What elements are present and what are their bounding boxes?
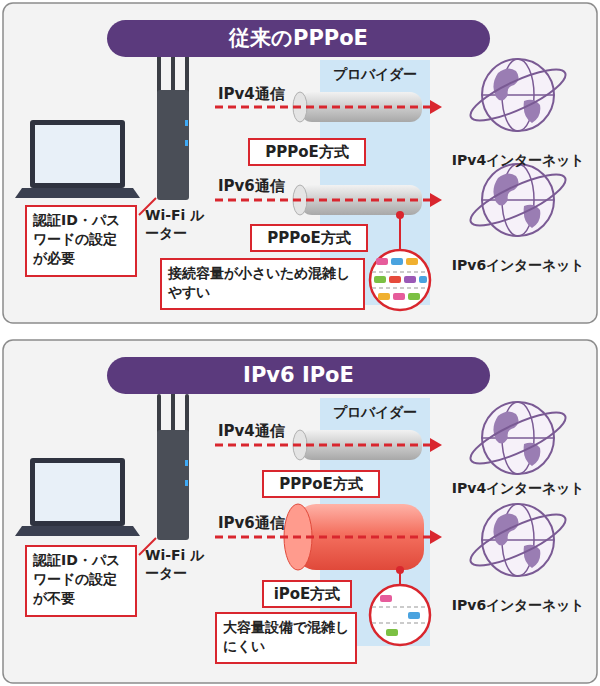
node-label: iPoE方式 xyxy=(274,585,341,604)
node-label: プロバイダー xyxy=(320,404,430,422)
arrow-head xyxy=(430,100,442,114)
method-box: PPPoE方式 xyxy=(250,224,368,252)
internet-globe: IPv4インターネット xyxy=(442,395,594,498)
edge-label: IPv4通信 xyxy=(218,422,285,441)
arrow-head xyxy=(430,530,442,544)
arrow-head xyxy=(430,438,442,452)
node-label: 大容量設備で混雑しにくい xyxy=(223,618,349,656)
panel-title: IPv6 IPoE xyxy=(107,357,490,394)
internet-globe: IPv6インターネット xyxy=(442,500,594,615)
callout-box: 接続容量が小さいため混雑しやすい xyxy=(160,258,365,310)
edge-label: IPv6通信 xyxy=(218,177,285,196)
node-label: 認証ID・パスワードの設定が必要 xyxy=(33,211,129,268)
callout-box: 大容量設備で混雑しにくい xyxy=(215,612,357,664)
node-label: IPv6インターネット xyxy=(442,257,594,275)
wifi-router: Wi-Fi ルーター xyxy=(145,390,215,582)
node-label: IPv4インターネット xyxy=(442,480,594,498)
method-box: PPPoE方式 xyxy=(262,470,380,498)
node-label: 接続容量が小さいため混雑しやすい xyxy=(168,264,357,302)
arrow-head xyxy=(430,193,442,207)
dashed-arrow xyxy=(215,193,442,207)
edge-label: IPv6通信 xyxy=(218,514,285,533)
node-label: プロバイダー xyxy=(320,66,430,84)
node-label: PPPoE方式 xyxy=(265,143,349,162)
dashed-arrow xyxy=(215,438,442,452)
node-label: PPPoE方式 xyxy=(267,229,351,248)
node-label: Wi-Fi ルーター xyxy=(145,206,215,242)
node-label: IPv6インターネット xyxy=(442,597,594,615)
comparison-panel: 従来のPPPoE Wi-Fi ルーター プロバイダー PPPoE方式 PPPoE方式 IP… xyxy=(3,3,597,323)
dashed-arrow xyxy=(215,530,442,544)
comparison-panel: IPv6 IPoE Wi-Fi ルーター プロバイダー PPPoE方式 iPoE方式 IP… xyxy=(3,340,597,683)
method-box: PPPoE方式 xyxy=(248,138,366,166)
callout-box: 認証ID・パスワードの設定が不要 xyxy=(25,545,137,617)
internet-globe: IPv6インターネット xyxy=(442,160,594,275)
node-label: Wi-Fi ルーター xyxy=(145,546,215,582)
panel-title: 従来のPPPoE xyxy=(107,20,490,57)
provider-band: プロバイダー xyxy=(320,398,430,646)
node-label: 認証ID・パスワードの設定が不要 xyxy=(33,551,129,608)
edge-label: IPv4通信 xyxy=(218,85,285,104)
callout-box: 認証ID・パスワードの設定が必要 xyxy=(25,205,137,277)
method-box: iPoE方式 xyxy=(262,580,352,608)
node-label: PPPoE方式 xyxy=(279,475,363,494)
wifi-router: Wi-Fi ルーター xyxy=(145,50,215,242)
node-label: IPv4インターネット xyxy=(442,152,594,170)
internet-globe: IPv4インターネット xyxy=(442,55,594,170)
